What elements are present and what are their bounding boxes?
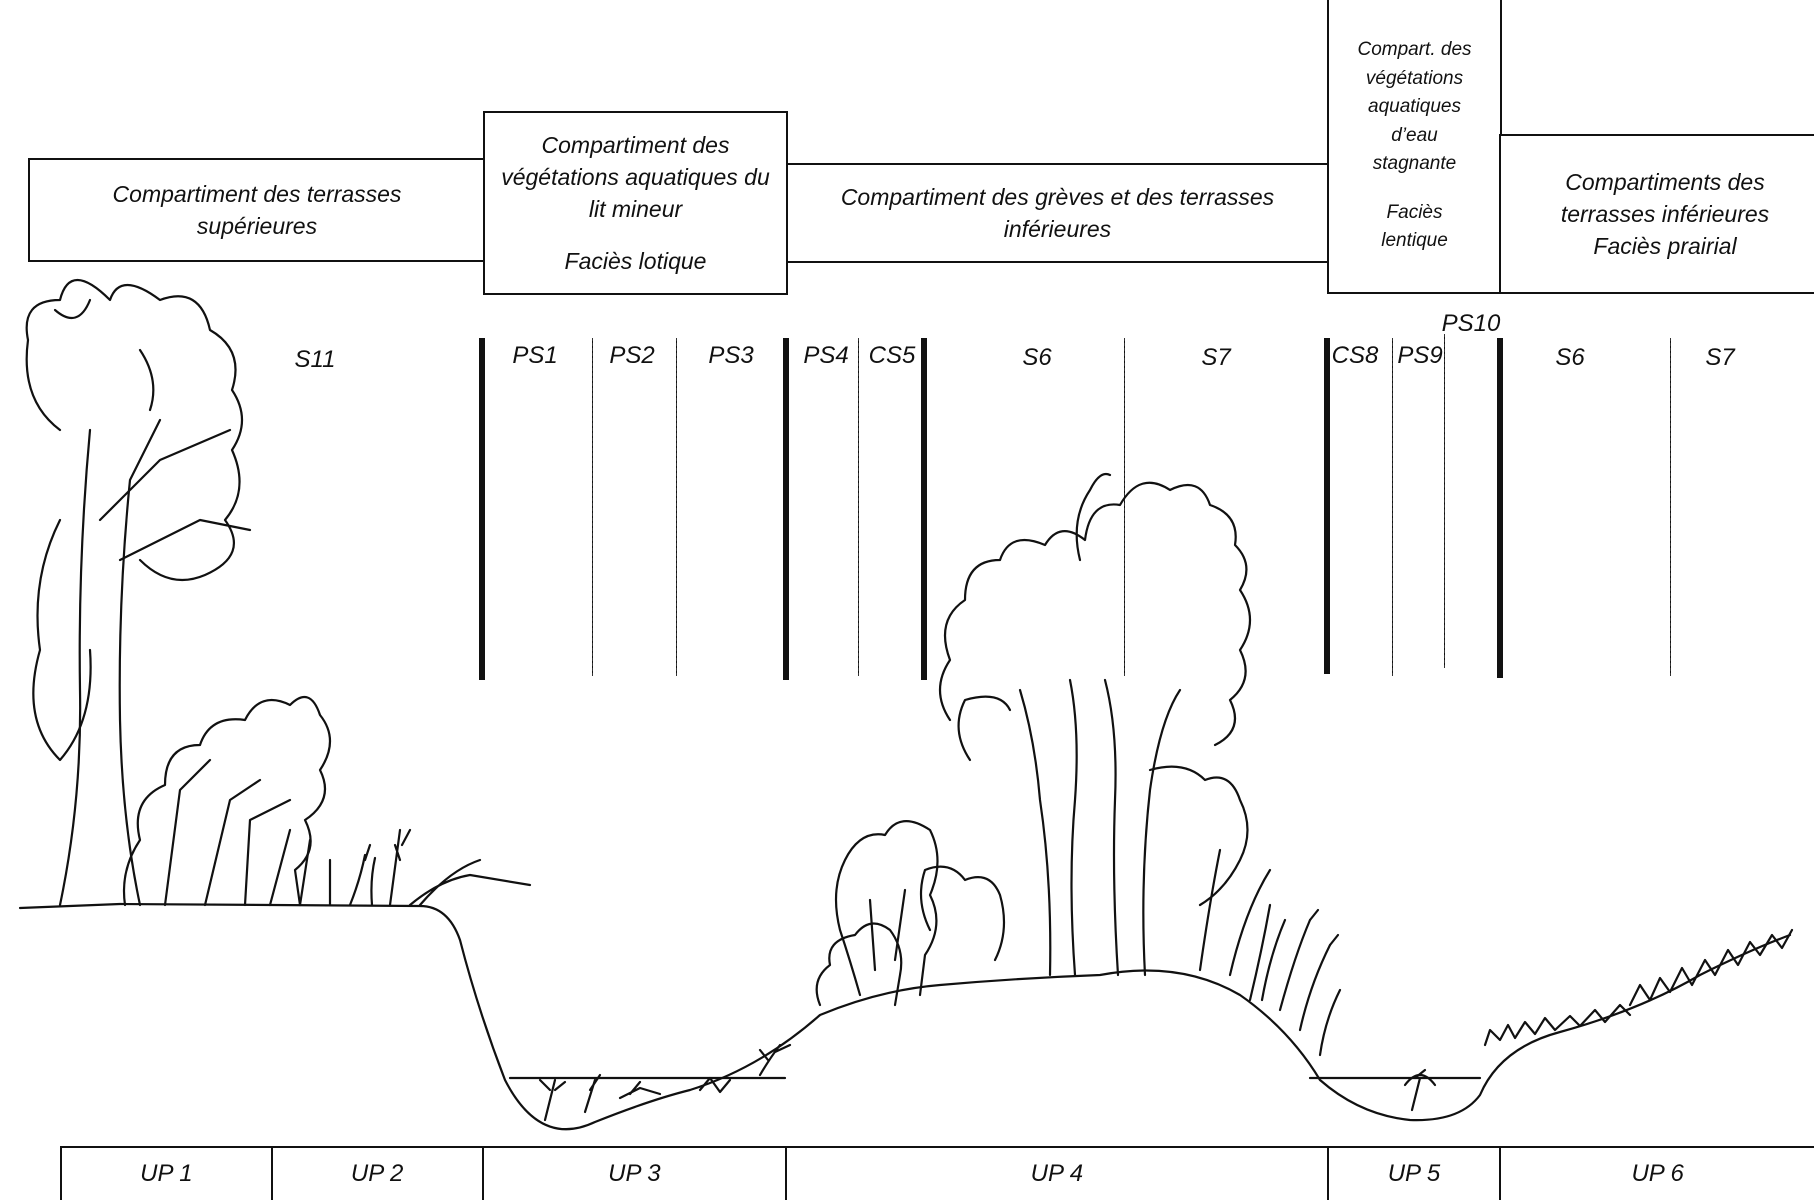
- shrub-left: [122, 695, 532, 907]
- separator-thick: [783, 338, 789, 680]
- station-label: PS10: [1441, 310, 1501, 337]
- aquatic-plants-pond: [1403, 1068, 1437, 1112]
- separator-dashed: [858, 338, 859, 676]
- compartment-lower-terraces-label: Compartiments des terrasses inférieures: [1560, 168, 1770, 227]
- separator-dashed: [676, 338, 677, 676]
- compartment-lower-terraces-facies: Faciès prairial: [1593, 233, 1737, 260]
- separator-dashed: [1444, 334, 1445, 668]
- unit-cell: UP 5: [1329, 1148, 1502, 1200]
- compartment-stagnant-facies: Faciès lentique: [1381, 201, 1448, 252]
- station-label: PS9: [1397, 342, 1443, 369]
- separator-dashed: [1124, 338, 1125, 676]
- station-label: CS5: [868, 342, 916, 369]
- station-label: PS4: [803, 342, 849, 369]
- compartment-banks-lower: Compartiment des grèves et des terrasses…: [786, 163, 1329, 263]
- compartment-aquatic-main-facies: Faciès lotique: [564, 248, 707, 275]
- separator-dashed: [1392, 338, 1393, 676]
- compartment-stagnant-label: Compart. des végétations aquatiques d’ea…: [1357, 39, 1472, 175]
- separator-dashed: [1670, 338, 1671, 676]
- station-label: S6: [1555, 344, 1585, 371]
- station-label: S6: [1022, 344, 1052, 371]
- separator-thick: [479, 338, 485, 680]
- separator-dashed: [592, 338, 593, 676]
- landscape-illustration: [18, 278, 1794, 1131]
- station-label: S11: [294, 346, 336, 373]
- station-label: S7: [1705, 344, 1735, 371]
- compartment-banks-lower-label: Compartiment des grèves et des terrasses…: [840, 183, 1275, 242]
- aquatic-plants-river: [538, 1043, 792, 1122]
- separator-thick: [1497, 338, 1503, 678]
- compartment-stagnant: Compart. des végétations aquatiques d’ea…: [1327, 0, 1502, 294]
- compartment-upper-terraces: Compartiment des terrasses supérieures: [28, 158, 486, 262]
- station-label: PS3: [708, 342, 754, 369]
- separator-thick: [921, 338, 927, 680]
- ground-profile: [18, 902, 1792, 1131]
- compartment-upper-terraces-label: Compartiment des terrasses supérieures: [112, 180, 402, 239]
- station-label: CS8: [1331, 342, 1379, 369]
- station-label: S7: [1201, 344, 1231, 371]
- unit-cell: UP 6: [1631, 1160, 1684, 1187]
- trees-center: [919, 472, 1272, 977]
- unit-cell: UP 4: [787, 1148, 1329, 1200]
- station-label: PS2: [609, 342, 655, 369]
- reeds-right: [1248, 903, 1342, 1057]
- station-label: PS1: [512, 342, 558, 369]
- shrubs-center: [815, 820, 939, 1007]
- unit-cell: UP 2: [273, 1148, 484, 1200]
- unit-row: UP 1 UP 2 UP 3 UP 4 UP 5 UP 6: [60, 1146, 1814, 1200]
- compartment-lower-terraces: Compartiments des terrasses inférieures …: [1499, 134, 1814, 294]
- unit-cell: UP 1: [62, 1148, 273, 1200]
- compartment-aquatic-main-label: Compartiment des végétations aquatiques …: [501, 131, 770, 222]
- grass-right: [1483, 928, 1794, 1047]
- tree-left: [25, 278, 252, 907]
- separator-thick: [1324, 338, 1330, 674]
- unit-cell: UP 3: [484, 1148, 788, 1200]
